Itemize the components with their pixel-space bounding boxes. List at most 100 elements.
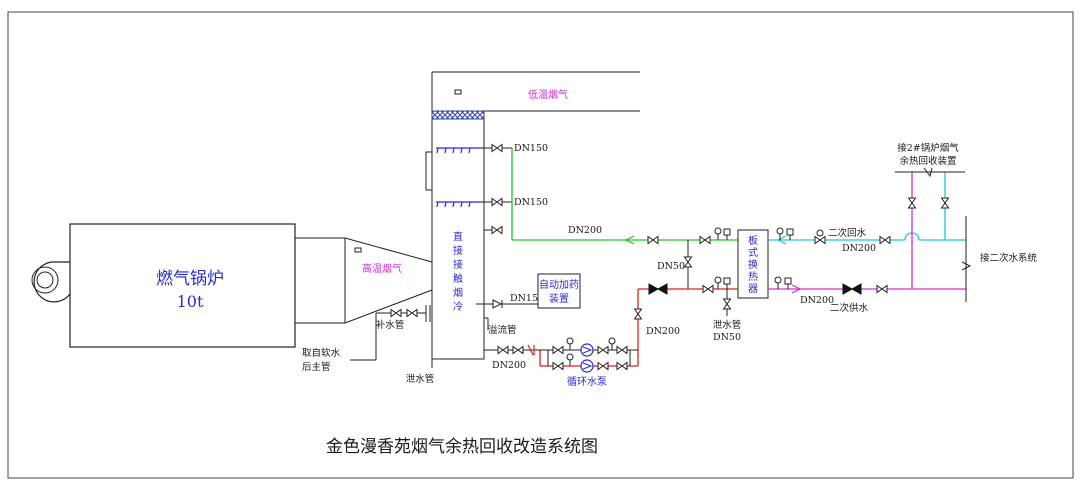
flow-arrow-icon — [624, 235, 635, 245]
valve-icon — [814, 236, 826, 244]
tower-char: 接 — [453, 258, 463, 271]
hx-drain-dn-label: DN50 — [713, 332, 741, 343]
valve-icon — [597, 346, 609, 354]
diagram-title: 金色漫香苑烟气余热回收改造系统图 — [326, 437, 598, 457]
exchanger-char: 器 — [748, 283, 758, 295]
thermometer-icon — [723, 228, 731, 241]
dn200-supply-label: DN200 — [800, 295, 834, 306]
dn200-bottom-label: DN200 — [492, 360, 526, 371]
valve-icon — [406, 309, 418, 317]
thermometer-icon — [723, 277, 731, 290]
damper-icon — [454, 89, 462, 95]
dn150-label-top: DN150 — [514, 143, 548, 154]
dosing-unit — [537, 273, 581, 309]
tower-char: 烟 — [453, 286, 463, 299]
boiler2-label-1: 接2#锅炉烟气 — [897, 142, 959, 154]
pump-label: 循环水泵 — [567, 375, 607, 388]
hx-drain-label: 泄水管 — [713, 319, 742, 331]
pressure-gauge-icon — [714, 276, 722, 290]
strainer-icon — [816, 229, 824, 237]
valve-icon — [491, 144, 503, 152]
flow-arrow-icon — [776, 235, 787, 245]
valve-icon — [647, 236, 659, 244]
boiler2-connection — [895, 167, 965, 178]
valve-icon — [512, 346, 524, 354]
valve-icon — [491, 198, 503, 206]
valve-icon — [876, 285, 888, 293]
valve-icon — [597, 362, 609, 370]
check-valve-icon — [527, 344, 535, 356]
pressure-gauge-icon — [566, 353, 574, 367]
tower-packing — [431, 110, 485, 120]
valve-icon — [723, 298, 731, 310]
high-temp-flue-label: 高温烟气 — [362, 262, 402, 275]
valve-icon — [908, 197, 916, 209]
low-temp-flue-duct — [431, 71, 640, 112]
valve-icon — [879, 236, 891, 244]
valve-icon — [702, 285, 714, 293]
exchanger-label: 板 式 换 热 器 — [748, 234, 758, 295]
cooling-tower — [431, 110, 485, 360]
valve-icon — [497, 346, 509, 354]
pressure-gauge-icon — [714, 227, 722, 241]
tower-char: 接 — [453, 244, 463, 257]
to-secondary-label: 接二次水系统 — [980, 252, 1038, 264]
dn150-branches — [484, 147, 512, 231]
spray-nozzles — [436, 147, 484, 208]
secondary-supply-pipe — [768, 172, 966, 290]
boiler-fan — [31, 261, 71, 303]
tower-drain-label: 泄水管 — [406, 373, 435, 385]
drawing-frame — [7, 11, 1074, 479]
dn200-return-label: DN200 — [842, 243, 876, 254]
dn15-label: DN15 — [510, 293, 538, 304]
dosing-label-1: 自动加药 — [539, 278, 579, 291]
break-mark-icon — [961, 261, 972, 271]
boiler-capacity: 10t — [177, 292, 204, 311]
dosing-label-2: 装置 — [549, 292, 569, 305]
overflow-label: 溢流管 — [488, 324, 517, 336]
damper-icon — [354, 247, 362, 253]
valve-icon — [552, 362, 564, 370]
secondary-return-pipe — [768, 172, 966, 241]
valve-icon — [941, 197, 949, 209]
exchanger-char: 热 — [748, 270, 758, 283]
valve-icon — [616, 346, 628, 354]
makeup-label: 补水管 — [376, 319, 405, 331]
exchanger-char: 板 — [748, 234, 758, 247]
exchanger-char: 式 — [748, 246, 758, 259]
butterfly-valve-icon — [648, 283, 668, 295]
pressure-gauge-icon — [566, 337, 574, 351]
flow-arrow-icon — [791, 284, 802, 294]
valve-icon — [684, 256, 692, 268]
tower-sight-glass — [425, 151, 433, 191]
dn200-green-label: DN200 — [568, 225, 602, 236]
valve-icon — [699, 236, 711, 244]
valve-icon — [491, 226, 503, 234]
exchanger-char: 换 — [748, 258, 758, 271]
pressure-gauge-icon — [774, 276, 782, 290]
valve-icon — [552, 346, 564, 354]
low-temp-flue-label: 低温烟气 — [528, 88, 568, 101]
thermometer-icon — [784, 277, 792, 290]
pressure-gauge-icon — [608, 337, 616, 351]
tower-char: 冷 — [453, 300, 463, 313]
boiler — [69, 223, 296, 348]
pump-icon — [580, 343, 594, 357]
source-label-2: 后主管 — [302, 361, 331, 373]
dn200-mid-label: DN200 — [646, 326, 680, 337]
plate-heat-exchanger — [737, 229, 769, 299]
valve-icon — [634, 308, 642, 320]
secondary-return-label: 二次回水 — [828, 227, 867, 239]
secondary-supply-label: 二次供水 — [830, 302, 869, 314]
tower-char: 直 — [453, 230, 463, 243]
tower-char: 触 — [453, 272, 463, 285]
green-pipe — [511, 148, 738, 241]
pump-icon — [580, 359, 594, 373]
dn150-label-mid: DN150 — [514, 197, 548, 208]
high-temp-flue-duct — [295, 237, 433, 324]
valve-icon — [390, 309, 402, 317]
makeup-water-pipe — [350, 305, 431, 361]
check-valve-icon — [492, 299, 503, 309]
thermometer-icon — [786, 228, 794, 241]
